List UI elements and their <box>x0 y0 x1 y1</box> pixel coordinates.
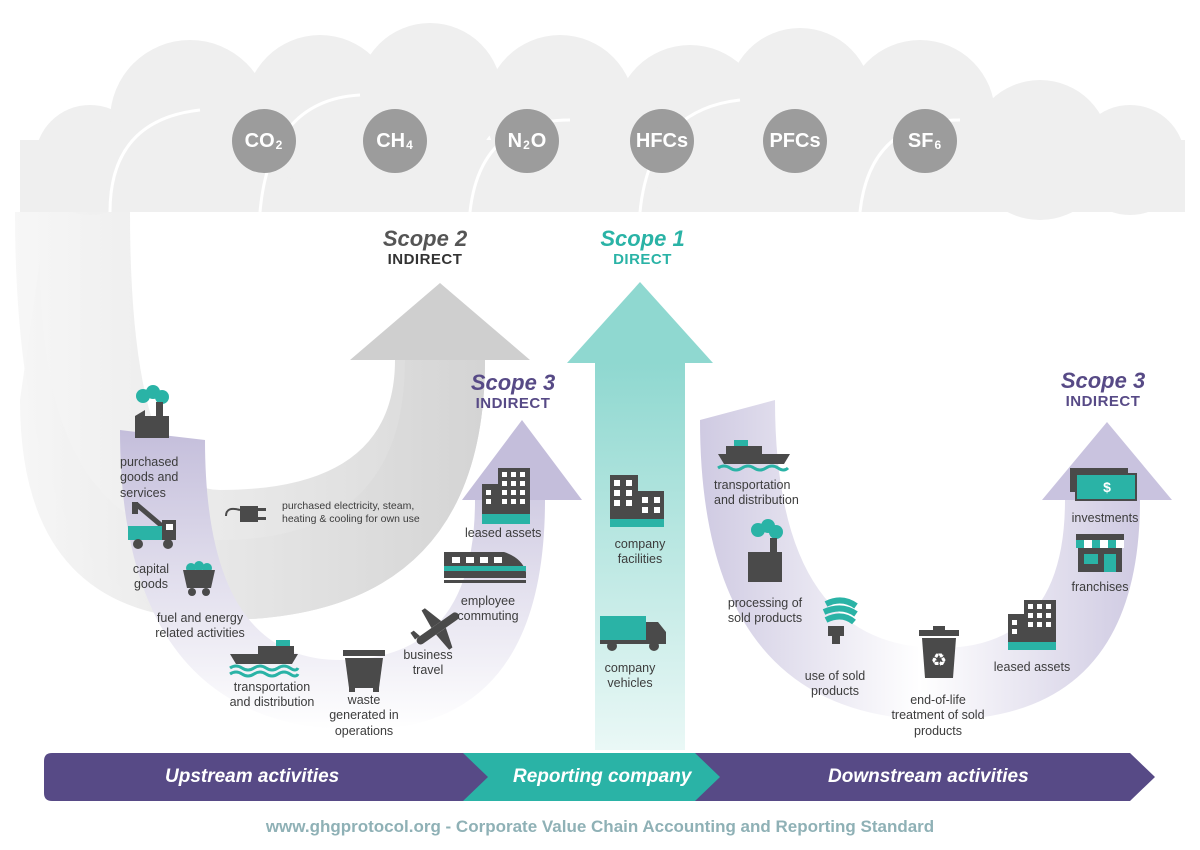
gas-hfcs: HFCs <box>630 109 694 173</box>
scope2-type: INDIRECT <box>387 251 463 269</box>
label-transport-upstream: transportation and distribution <box>229 680 315 710</box>
money-bill-icon <box>1070 468 1137 501</box>
band-reporting-label: Reporting company <box>513 766 692 787</box>
train-icon <box>444 552 526 583</box>
label-purchased-goods: purchased goods and services <box>120 455 179 500</box>
label-leased-assets-downstream: leased assets <box>993 660 1071 674</box>
label-processing: processing of sold products <box>727 596 803 626</box>
crane-truck-icon <box>128 502 176 549</box>
coal-cart-icon <box>183 561 215 596</box>
power-plug-icon <box>225 506 266 522</box>
scope3-upstream-type: INDIRECT <box>475 395 551 413</box>
label-business-travel: business travel <box>403 648 453 678</box>
scope2-label: Scope 2 INDIRECT <box>370 226 480 269</box>
label-purchased-electricity: purchased electricity, steam, heating & … <box>282 500 420 525</box>
scope3-upstream-name: Scope 3 <box>470 370 556 395</box>
gas-pfcs: PFCs <box>763 109 827 173</box>
label-company-facilities: company facilities <box>614 537 666 567</box>
scope1-arrow <box>567 282 713 750</box>
airplane-icon <box>410 608 460 650</box>
cloud-band <box>20 23 1185 220</box>
label-franchises: franchises <box>1071 580 1129 594</box>
leased-building-icon-downstream <box>1008 600 1056 650</box>
label-company-vehicles: company vehicles <box>604 661 656 691</box>
scope1-label: Scope 1 DIRECT <box>590 226 695 269</box>
light-bulb-icon <box>822 597 858 644</box>
activity-band <box>44 753 1155 801</box>
office-building-icon <box>482 468 530 524</box>
label-waste: waste generated in operations <box>329 693 399 738</box>
band-upstream-label: Upstream activities <box>165 766 340 787</box>
cargo-ship-icon <box>229 640 300 678</box>
scope3-downstream-type: INDIRECT <box>1065 393 1141 411</box>
company-building-icon <box>610 475 664 527</box>
scope3-upstream-label: Scope 3 INDIRECT <box>458 370 568 413</box>
label-transport-downstream: transportation and distribution <box>714 478 799 508</box>
scope2-name: Scope 2 <box>382 226 468 251</box>
cargo-ship-icon-downstream <box>717 440 790 472</box>
recycle-bin-icon: ♻ <box>919 626 959 678</box>
factory-icon <box>135 385 169 438</box>
investments-dollar-sign: $ <box>1103 479 1111 495</box>
label-investments: investments <box>1071 511 1139 525</box>
band-downstream-label: Downstream activities <box>828 766 1029 787</box>
label-use-sold-products: use of sold products <box>804 669 866 699</box>
svg-text:♻: ♻ <box>931 650 947 671</box>
label-leased-assets-upstream: leased assets <box>465 526 542 540</box>
scope3-downstream-name: Scope 3 <box>1060 368 1146 393</box>
label-employee-commuting: employee commuting <box>457 594 519 624</box>
scope1-type: DIRECT <box>613 251 672 269</box>
storefront-icon <box>1076 534 1124 572</box>
footer-source: www.ghgprotocol.org - Corporate Value Ch… <box>265 817 935 836</box>
label-capital-goods: capital goods <box>132 562 170 592</box>
label-fuel-energy: fuel and energy related activities <box>155 611 245 641</box>
scope3-downstream-label: Scope 3 INDIRECT <box>1048 368 1158 411</box>
scope3-upstream-arrow <box>120 420 582 730</box>
processing-factory-icon <box>748 519 783 582</box>
scope1-name: Scope 1 <box>600 226 685 251</box>
label-end-of-life: end-of-life treatment of sold products <box>891 693 985 738</box>
dumpster-icon <box>343 650 385 692</box>
delivery-truck-icon <box>600 616 666 651</box>
